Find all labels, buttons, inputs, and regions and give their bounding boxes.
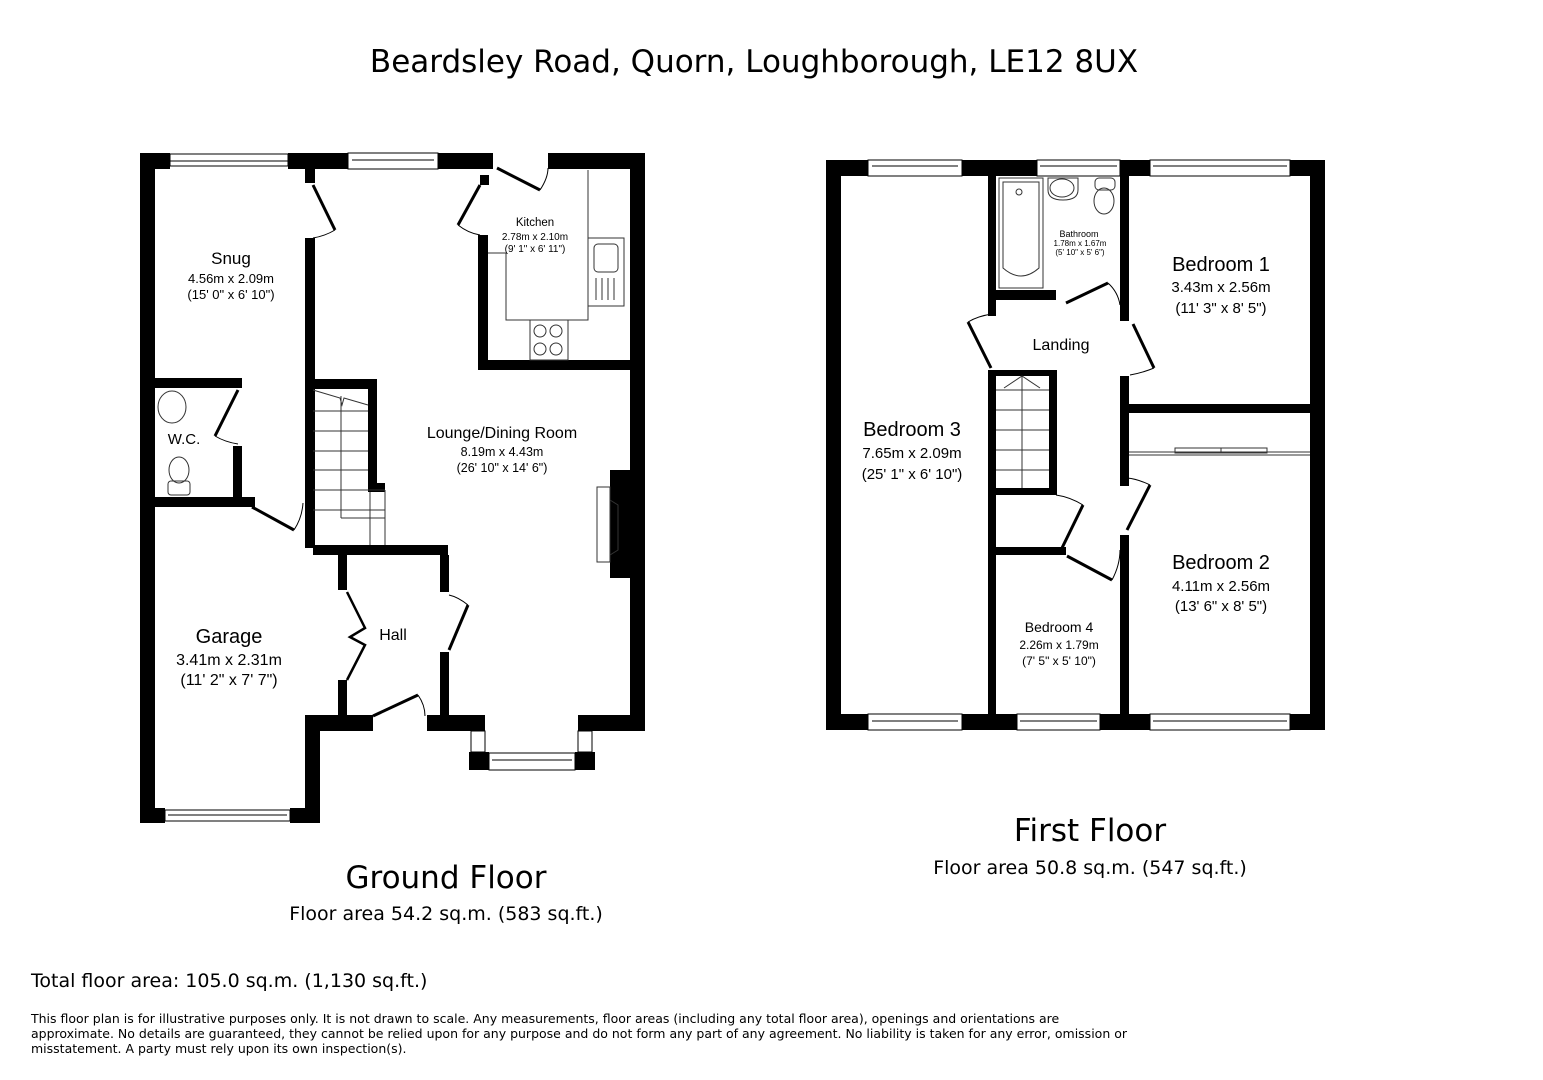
room-metric-lounge: 8.19m x 4.43m (461, 445, 544, 459)
room-label-lounge: Lounge/Dining Room (427, 425, 577, 442)
room-imperial-lounge: (26' 10" x 14' 6") (457, 461, 548, 475)
room-imperial-kitchen: (9' 1" x 6' 11") (505, 244, 566, 255)
ground-floor-windows (164, 152, 593, 822)
room-label-bedroom-1: Bedroom 1 (1172, 254, 1270, 276)
ground-floor-area: Floor area 54.2 sq.m. (583 sq.ft.) (289, 903, 603, 925)
room-metric-garage: 3.41m x 2.31m (176, 652, 282, 669)
first-floor-area: Floor area 50.8 sq.m. (547 sq.ft.) (933, 857, 1247, 879)
total-floor-area: Total floor area: 105.0 sq.m. (1,130 sq.… (31, 970, 428, 992)
room-label-bathroom: Bathroom (1059, 229, 1098, 239)
ground-floor-plan: Snug 4.56m x 2.09m (15' 0" x 6' 10") Kit… (140, 152, 645, 823)
first-floor-doors (966, 281, 1156, 582)
room-metric-bedroom-2: 4.11m x 2.56m (1172, 578, 1270, 595)
page-title: Beardsley Road, Quorn, Loughborough, LE1… (369, 44, 1139, 80)
first-floor-walls (826, 160, 1325, 730)
ground-floor-fixtures (157, 170, 625, 563)
room-label-hall: Hall (379, 627, 407, 644)
ground-floor-room-labels: Snug 4.56m x 2.09m (15' 0" x 6' 10") Kit… (168, 217, 577, 689)
room-label-bedroom-2: Bedroom 2 (1172, 552, 1270, 574)
room-metric-bedroom-3: 7.65m x 2.09m (862, 445, 961, 462)
room-metric-kitchen: 2.78m x 2.10m (502, 232, 568, 243)
room-label-kitchen: Kitchen (516, 217, 554, 229)
room-metric-bedroom-4: 2.26m x 1.79m (1019, 638, 1098, 652)
ground-floor-walls (140, 153, 645, 823)
room-metric-bathroom: 1.78m x 1.67m (1054, 239, 1107, 248)
room-label-garage: Garage (196, 626, 263, 648)
first-floor-room-labels: Bathroom 1.78m x 1.67m (5' 10" x 5' 6") … (862, 229, 1271, 668)
room-imperial-bedroom-1: (11' 3" x 8' 5") (1175, 300, 1266, 317)
disclaimer-line: This floor plan is for illustrative purp… (31, 1011, 1060, 1026)
first-floor-fixtures (996, 177, 1310, 488)
room-imperial-bedroom-4: (7' 5" x 5' 10") (1022, 654, 1096, 668)
room-imperial-bathroom: (5' 10" x 5' 6") (1055, 248, 1105, 257)
room-imperial-garage: (11' 2" x 7' 7") (180, 672, 277, 689)
room-imperial-snug: (15' 0" x 6' 10") (187, 287, 274, 302)
first-floor-windows (867, 159, 1291, 731)
ground-floor-title: Ground Floor (345, 860, 547, 896)
room-metric-snug: 4.56m x 2.09m (188, 271, 274, 286)
disclaimer: This floor plan is for illustrative purp… (31, 1011, 1131, 1056)
first-floor-plan: Bathroom 1.78m x 1.67m (5' 10" x 5' 6") … (826, 159, 1325, 731)
room-imperial-bedroom-3: (25' 1" x 6' 10") (862, 466, 963, 483)
room-label-snug: Snug (211, 249, 251, 268)
room-label-bedroom-4: Bedroom 4 (1025, 619, 1094, 635)
room-label-bedroom-3: Bedroom 3 (863, 419, 961, 441)
first-floor-title: First Floor (1013, 813, 1167, 849)
disclaimer-line: misstatement. A party must rely upon its… (31, 1041, 407, 1056)
room-metric-bedroom-1: 3.43m x 2.56m (1171, 279, 1270, 296)
disclaimer-line: approximate. No details are guaranteed, … (31, 1026, 1128, 1041)
ground-floor-doors (213, 166, 549, 718)
room-imperial-bedroom-2: (13' 6" x 8' 5") (1175, 598, 1267, 615)
room-label-landing: Landing (1033, 337, 1090, 354)
room-label-wc: W.C. (168, 431, 201, 448)
